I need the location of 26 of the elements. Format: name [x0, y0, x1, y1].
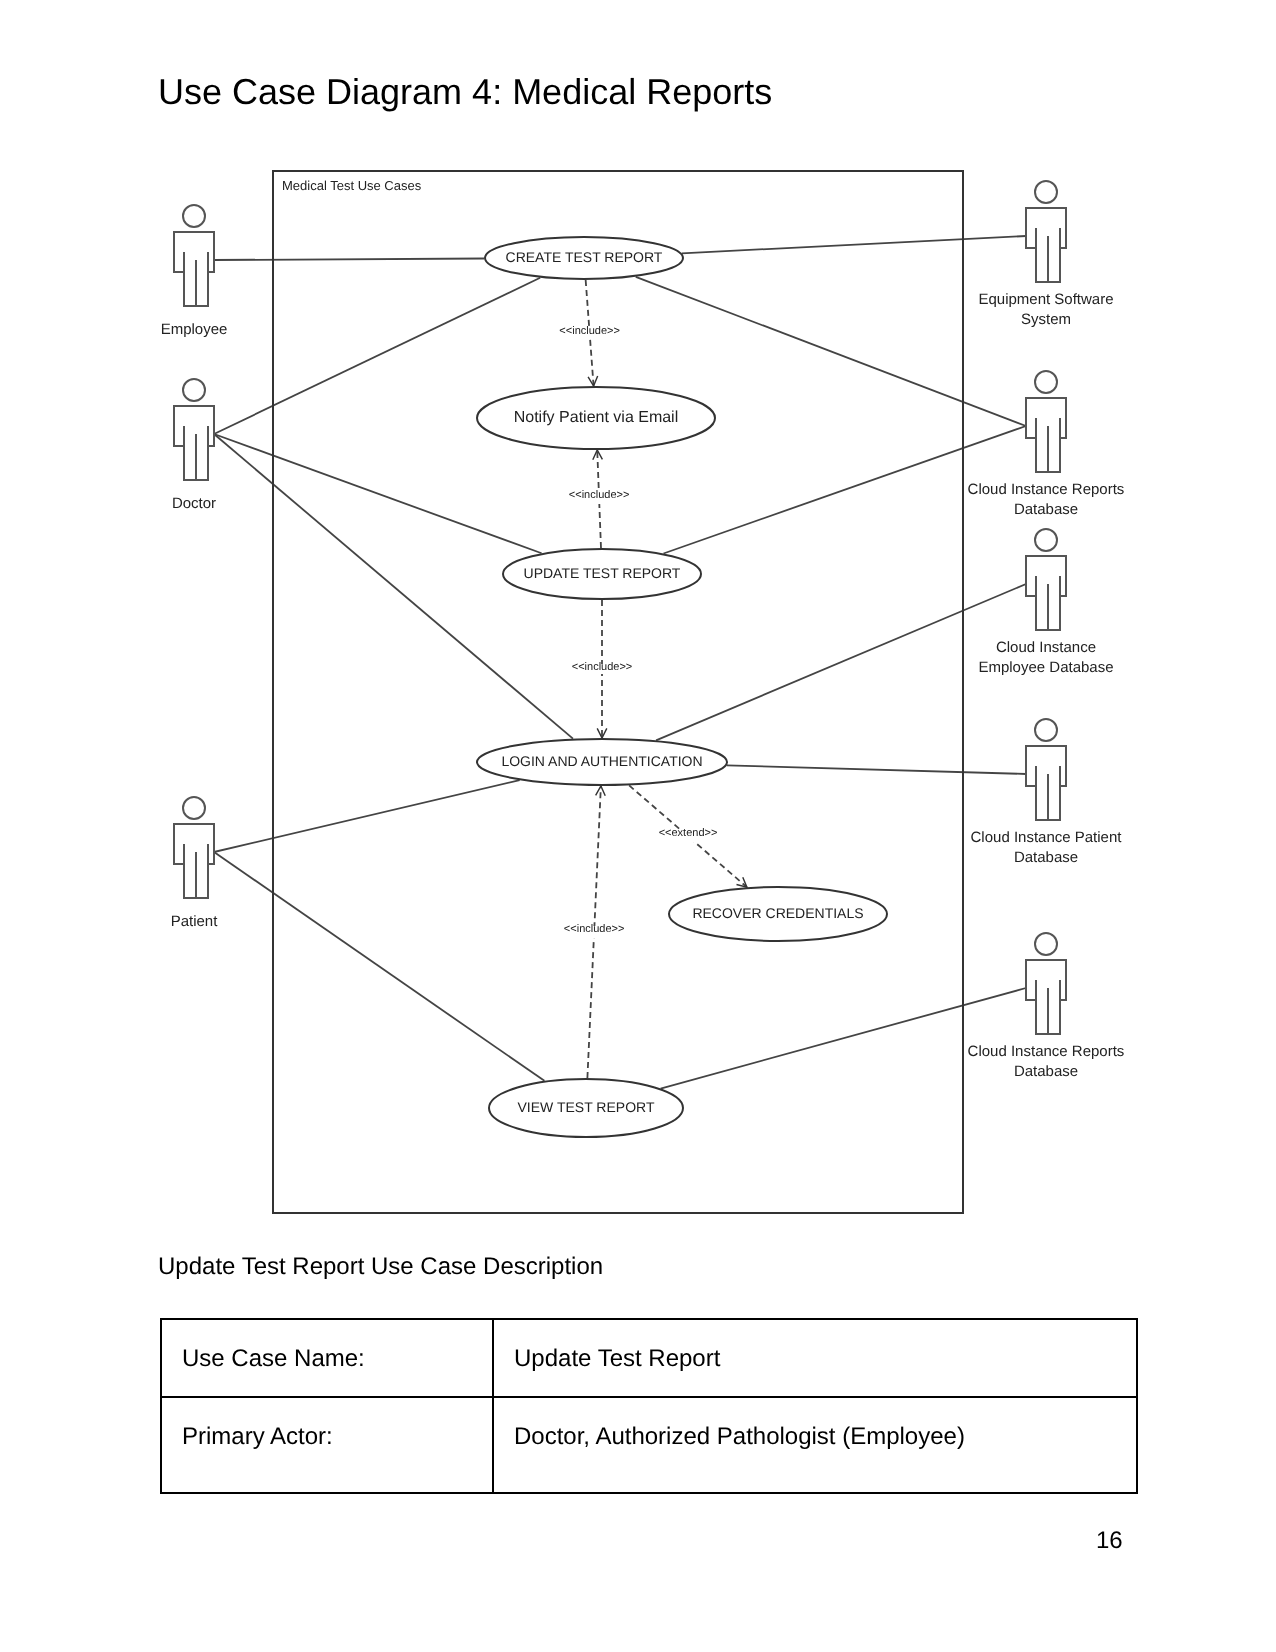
association-line [213, 779, 521, 853]
system-boundary [272, 170, 964, 1214]
association-line [634, 275, 1027, 427]
table-caption: Update Test Report Use Case Description [158, 1252, 604, 1280]
association-line [655, 583, 1027, 742]
table-cell: Use Case Name: [161, 1319, 493, 1397]
dependency-arrow [596, 599, 608, 739]
association-line [725, 764, 1027, 775]
association-line [213, 257, 485, 261]
association-line [680, 235, 1027, 255]
association-line [213, 433, 574, 740]
dependency-arrow [592, 449, 604, 549]
association-line [662, 425, 1027, 555]
association-line [659, 987, 1027, 1090]
association-line [213, 433, 543, 555]
page-title: Use Case Diagram 4: Medical Reports [158, 72, 773, 114]
page-number: 16 [1096, 1526, 1123, 1554]
association-line [213, 851, 546, 1082]
table-cell: Doctor, Authorized Pathologist (Employee) [493, 1397, 1137, 1493]
use-case-ellipse: Notify Patient via Email [476, 386, 716, 450]
dependency-arrow [628, 784, 748, 889]
dependency-arrow [584, 279, 599, 387]
table-cell: Update Test Report [493, 1319, 1137, 1397]
table-cell: Primary Actor: [161, 1397, 493, 1493]
dependency-arrow [586, 785, 606, 1079]
association-line [213, 276, 542, 435]
